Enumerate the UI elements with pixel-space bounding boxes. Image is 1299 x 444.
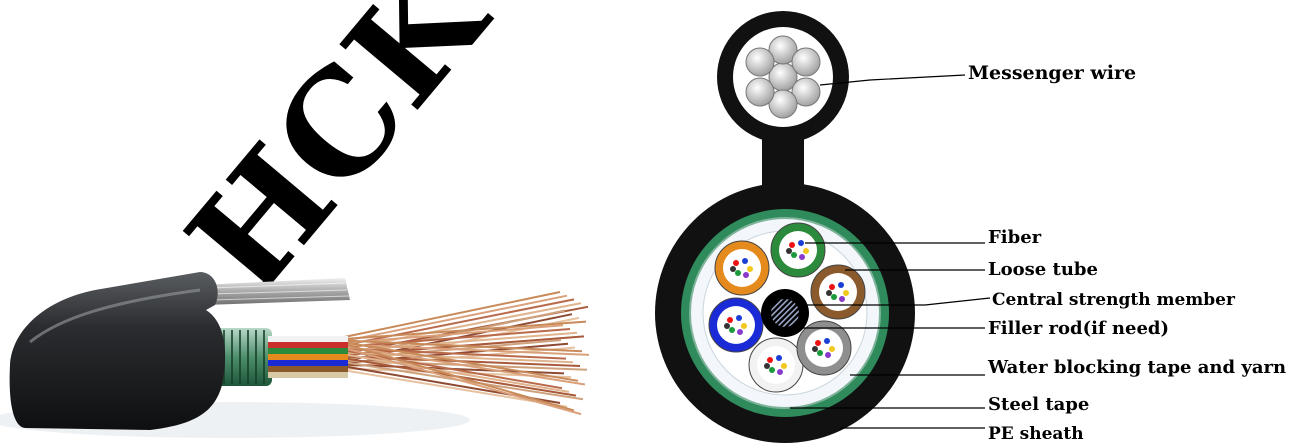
fiber-dot — [789, 242, 795, 248]
fiber-dot — [769, 367, 775, 373]
fiber-dot — [838, 282, 844, 288]
label-central-strength-member: Central strength member — [992, 290, 1236, 310]
steel-strand — [746, 78, 774, 106]
label-pe-sheath: PE sheath — [988, 424, 1084, 444]
cable-cross-section — [655, 11, 915, 443]
fiber-dot — [786, 248, 792, 254]
loose-tube — [749, 338, 803, 392]
fiber-fan — [330, 292, 589, 414]
label-loose-tube: Loose tube — [988, 259, 1098, 280]
fiber-dot — [741, 323, 747, 329]
fiber-dot — [791, 252, 797, 258]
steel-strand — [792, 48, 820, 76]
fiber-dot — [829, 284, 835, 290]
fiber-dot — [736, 315, 742, 321]
fiber-dot — [737, 329, 743, 335]
fiber-dot — [824, 338, 830, 344]
fiber-dot — [803, 248, 809, 254]
fiber-dot — [733, 260, 739, 266]
label-steel-tape: Steel tape — [988, 394, 1089, 415]
label-fiber: Fiber — [988, 227, 1042, 248]
loose-tube — [715, 241, 769, 295]
fiber-dot — [839, 296, 845, 302]
fiber-dot — [743, 272, 749, 278]
fiber-dot — [727, 317, 733, 323]
label-filler-rod: Filler rod(if need) — [988, 318, 1169, 339]
fiber-dot — [729, 327, 735, 333]
component-labels: Messenger wire Fiber Loose tube Central … — [968, 62, 1286, 444]
fiber-dot — [798, 240, 804, 246]
fiber-dot — [831, 294, 837, 300]
fiber-dot — [817, 350, 823, 356]
fiber-dot — [825, 352, 831, 358]
fiber-dot — [815, 340, 821, 346]
fiber-dot — [747, 266, 753, 272]
fiber-dot — [776, 355, 782, 361]
fiber-dot — [730, 266, 736, 272]
fiber-dot — [767, 357, 773, 363]
label-water-blocking: Water blocking tape and yarn — [987, 357, 1286, 378]
fiber-dot — [764, 363, 770, 369]
pe-jacket-photo — [10, 272, 226, 430]
fiber-dot — [843, 290, 849, 296]
colored-loose-tubes — [268, 336, 348, 378]
loose-tube — [771, 223, 825, 277]
fiber-dot — [812, 346, 818, 352]
watermark-text: HCK — [157, 0, 520, 323]
steel-strand — [746, 48, 774, 76]
fiber-dot — [777, 369, 783, 375]
cable-perspective-image — [0, 272, 589, 438]
fiber-dot — [735, 270, 741, 276]
fiber-dot — [724, 323, 730, 329]
fiber-dot — [742, 258, 748, 264]
fiber-dot — [829, 346, 835, 352]
fiber-dot — [826, 290, 832, 296]
label-messenger-wire: Messenger wire — [968, 62, 1136, 84]
fiber-dot — [781, 363, 787, 369]
loose-tube — [811, 265, 865, 319]
loose-tube — [709, 298, 763, 352]
fiber-dot — [799, 254, 805, 260]
loose-tube — [797, 321, 851, 375]
messenger-wire-photo — [200, 278, 350, 305]
